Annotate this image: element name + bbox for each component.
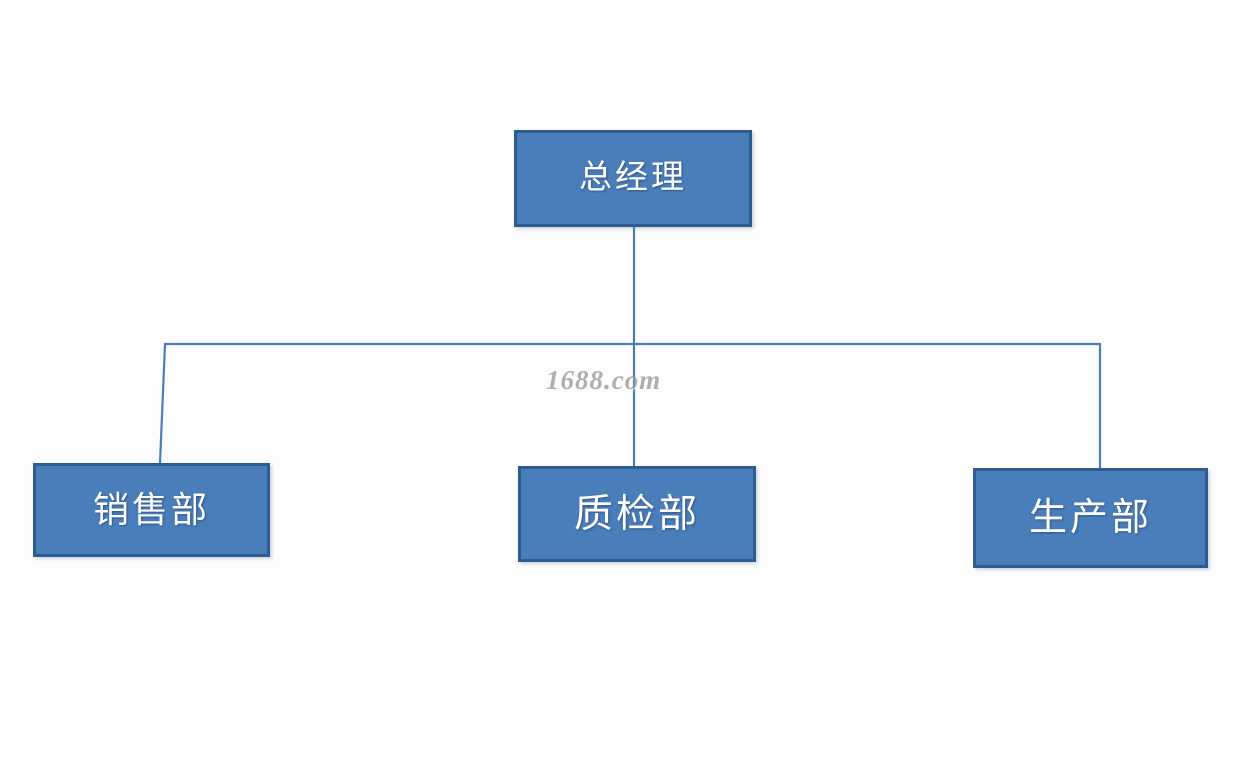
org-node-label-sales-department: 销售部 bbox=[92, 490, 210, 530]
org-node-label-general-manager: 总经理 bbox=[579, 160, 687, 196]
org-node-label-quality-control-department: 质检部 bbox=[573, 492, 700, 536]
connector-to-sales bbox=[158, 343, 167, 464]
org-node-sales-department[interactable]: 销售部 bbox=[33, 463, 270, 557]
org-node-label-production-department: 生产部 bbox=[1028, 497, 1152, 539]
org-node-quality-control-department[interactable]: 质检部 bbox=[518, 466, 756, 562]
org-node-production-department[interactable]: 生产部 bbox=[973, 468, 1208, 568]
org-node-general-manager[interactable]: 总经理 bbox=[514, 130, 752, 227]
watermark-text: 1688.com bbox=[546, 365, 662, 395]
